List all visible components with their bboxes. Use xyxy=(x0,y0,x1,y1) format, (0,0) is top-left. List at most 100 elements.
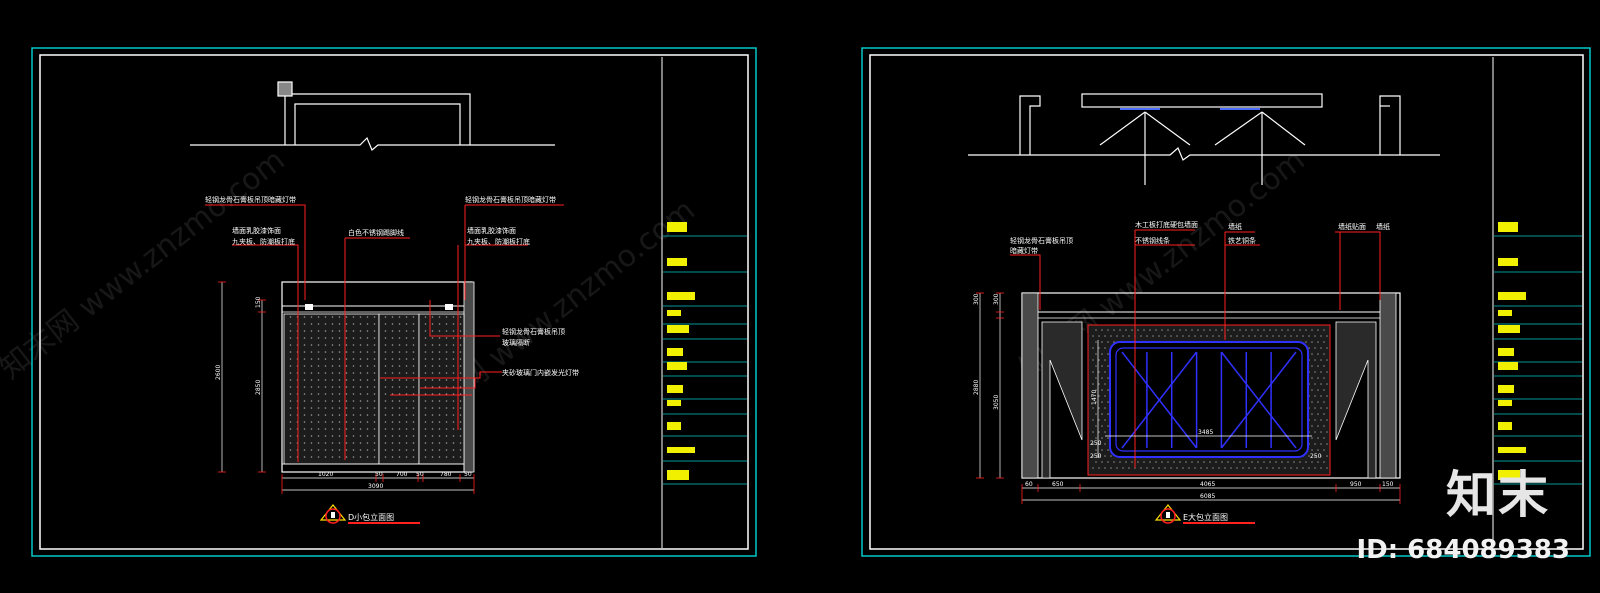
texture-dot xyxy=(310,316,313,318)
texture-dot xyxy=(324,456,327,458)
texture-dot xyxy=(1323,425,1325,427)
image-id-label: ID: 684089383 xyxy=(1356,535,1570,565)
texture-dot xyxy=(1122,335,1124,337)
texture-dot xyxy=(1101,437,1103,439)
texture-dot xyxy=(398,428,401,430)
texture-dot xyxy=(338,344,341,346)
texture-dot xyxy=(391,414,394,416)
texture-dot xyxy=(1209,329,1211,331)
texture-dot xyxy=(338,386,341,388)
texture-dot xyxy=(373,414,376,416)
texture-dot xyxy=(1092,443,1094,445)
texture-dot xyxy=(303,337,306,339)
texture-dot xyxy=(384,323,387,325)
note-left-mid-center: 白色不锈钢踢脚线 xyxy=(348,228,404,237)
texture-dot xyxy=(359,365,362,367)
texture-dot xyxy=(1320,431,1322,433)
texture-dot xyxy=(1107,449,1109,451)
texture-dot xyxy=(1185,461,1187,463)
texture-dot xyxy=(1275,461,1277,463)
texture-dot xyxy=(1323,461,1325,463)
texture-dot xyxy=(331,379,334,381)
texture-dot xyxy=(324,379,327,381)
texture-dot xyxy=(1128,335,1130,337)
texture-dot xyxy=(1203,461,1205,463)
texture-dot xyxy=(405,421,408,423)
note-left-side-3: 夹砂玻璃门内嵌发光灯带 xyxy=(502,368,579,377)
texture-dot xyxy=(331,442,334,444)
texture-dot xyxy=(1098,383,1100,385)
texture-dot xyxy=(384,435,387,437)
texture-dot xyxy=(1314,359,1316,361)
texture-dot xyxy=(317,421,320,423)
texture-dot xyxy=(345,393,348,395)
texture-dot xyxy=(359,330,362,332)
texture-dot xyxy=(424,386,427,388)
texture-dot xyxy=(373,330,376,332)
texture-dot xyxy=(405,337,408,339)
texture-dot xyxy=(1104,407,1106,409)
dim-left-v-1: 150 xyxy=(255,296,262,308)
right-leaders xyxy=(1010,229,1381,468)
texture-dot xyxy=(373,400,376,402)
texture-dot xyxy=(1320,371,1322,373)
title-block-bar xyxy=(1498,325,1520,333)
texture-dot xyxy=(352,323,355,325)
texture-dot xyxy=(391,407,394,409)
texture-dot xyxy=(359,344,362,346)
texture-dot xyxy=(1098,407,1100,409)
texture-dot xyxy=(1179,461,1181,463)
texture-dot xyxy=(1092,395,1094,397)
texture-dot xyxy=(1326,359,1328,361)
texture-dot xyxy=(331,428,334,430)
texture-dot xyxy=(317,351,320,353)
texture-dot xyxy=(424,351,427,353)
dim-left-v-3: 2850 xyxy=(255,380,262,395)
texture-dot xyxy=(459,435,462,437)
note-right-5: 墙纸 xyxy=(1376,222,1390,231)
texture-dot xyxy=(424,344,427,346)
texture-dot xyxy=(384,428,387,430)
texture-dot xyxy=(391,351,394,353)
title-block-bar xyxy=(1498,400,1512,406)
texture-dot xyxy=(331,330,334,332)
note-right-1a: 轻钢龙骨石膏板吊顶 xyxy=(1010,236,1073,245)
dim-left-bottom-2: 50 xyxy=(375,471,383,478)
texture-dot xyxy=(1101,461,1103,463)
texture-dot xyxy=(303,344,306,346)
texture-dot xyxy=(289,428,292,430)
texture-dot xyxy=(373,351,376,353)
texture-dot xyxy=(303,421,306,423)
texture-dot xyxy=(1095,461,1097,463)
texture-dot xyxy=(338,421,341,423)
texture-dot xyxy=(424,316,427,318)
texture-dot xyxy=(352,365,355,367)
texture-dot xyxy=(303,372,306,374)
title-block-bar xyxy=(667,222,687,232)
texture-dot xyxy=(345,428,348,430)
texture-dot xyxy=(424,421,427,423)
texture-dot xyxy=(303,456,306,458)
texture-dot xyxy=(438,442,441,444)
texture-dot xyxy=(1098,467,1100,469)
texture-dot xyxy=(412,393,415,395)
texture-dot xyxy=(1293,329,1295,331)
texture-dot xyxy=(1110,455,1112,457)
texture-dot xyxy=(412,330,415,332)
texture-dot xyxy=(1152,467,1154,469)
texture-dot xyxy=(1101,389,1103,391)
texture-dot xyxy=(391,435,394,437)
dim-left-v-2: 2600 xyxy=(215,365,222,380)
texture-dot xyxy=(1314,455,1316,457)
texture-dot xyxy=(398,379,401,381)
texture-dot xyxy=(331,344,334,346)
brand-logo-text: 知末 xyxy=(1446,466,1550,524)
texture-dot xyxy=(289,449,292,451)
texture-dot xyxy=(1098,359,1100,361)
texture-dot xyxy=(1242,467,1244,469)
texture-dot xyxy=(1314,347,1316,349)
texture-dot xyxy=(289,414,292,416)
texture-dot xyxy=(310,386,313,388)
texture-dot xyxy=(310,393,313,395)
texture-dot xyxy=(359,400,362,402)
